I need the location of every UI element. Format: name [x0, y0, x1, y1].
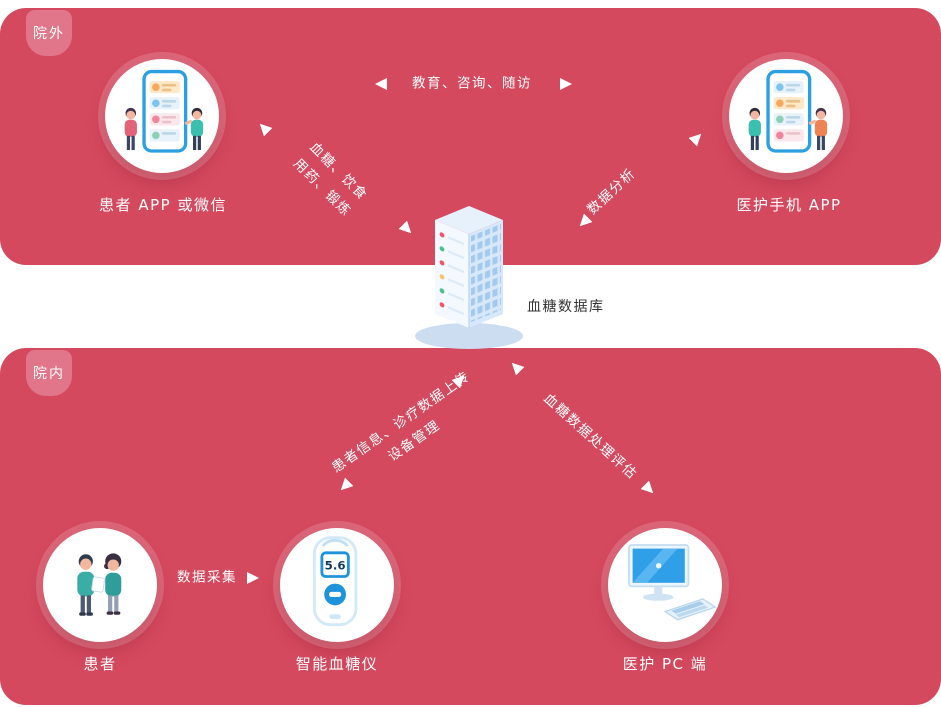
database-illustration [415, 206, 523, 349]
medical-pc-illustration [628, 543, 717, 620]
patient-illustration [77, 553, 122, 616]
label-medical-app: 医护手机 APP [736, 196, 842, 214]
zone-badge-inside-label: 院内 [33, 366, 65, 382]
edge-label-education: 教育、咨询、随访 [412, 75, 532, 92]
node-medical-app [729, 59, 843, 173]
edge-label-data-collection: 数据采集 [177, 569, 237, 586]
label-database: 血糖数据库 [527, 299, 605, 315]
node-patient [43, 528, 157, 642]
glucometer-illustration: 5.6 [312, 536, 358, 627]
label-medical-pc: 医护 PC 端 [622, 655, 708, 673]
label-patient: 患者 [83, 655, 117, 673]
node-glucometer: 5.6 [280, 528, 394, 642]
glucometer-reading: 5.6 [325, 558, 346, 572]
patient-app-illustration [124, 69, 204, 153]
node-patient-app [105, 59, 219, 173]
zone-badge-outside-label: 院外 [33, 26, 65, 42]
zone-inside-hospital [0, 348, 941, 705]
zone-badge-inside: 院内 [26, 350, 72, 396]
zone-badge-outside: 院外 [26, 10, 72, 56]
node-medical-pc [608, 528, 722, 642]
node-database [405, 200, 535, 355]
label-glucometer: 智能血糖仪 [295, 655, 379, 673]
label-patient-app: 患者 APP 或微信 [99, 196, 227, 214]
medical-app-illustration [748, 69, 828, 153]
